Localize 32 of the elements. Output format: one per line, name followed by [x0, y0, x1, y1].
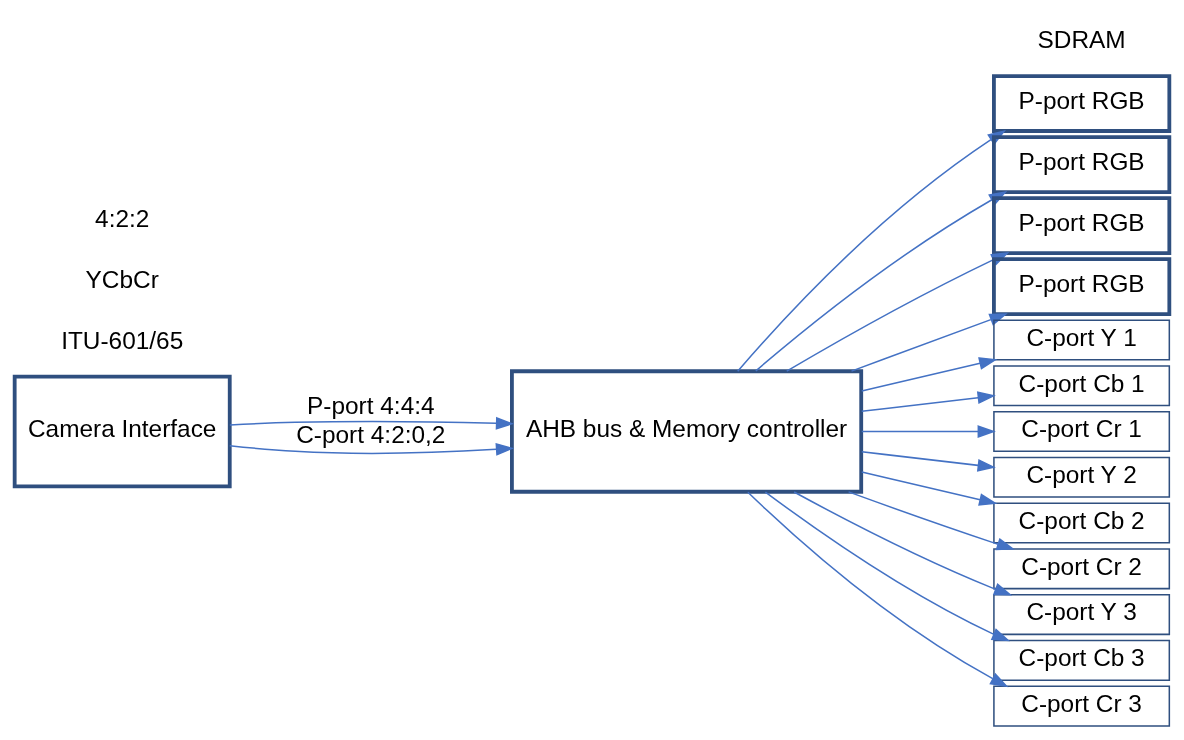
arrow	[861, 470, 998, 506]
label: SDRAM	[1037, 25, 1126, 53]
node-box: Camera Interface	[12, 374, 232, 488]
node-box: C-port Cb 1	[993, 364, 1171, 406]
arrow	[861, 424, 996, 438]
node-box: P-port RGB	[992, 134, 1172, 194]
arrow	[747, 491, 1009, 687]
node-box: AHB bus & Memory controller	[510, 368, 864, 494]
arrow	[847, 490, 1015, 550]
node-box: P-port RGB	[992, 73, 1172, 133]
node-box: C-port Cr 3	[993, 684, 1171, 727]
label: 4:2:2	[95, 204, 150, 232]
node-box: C-port Y 1	[993, 318, 1171, 361]
node-box: P-port RGB	[992, 195, 1172, 255]
arrow	[861, 450, 996, 472]
edge-label: P-port 4:4:4	[307, 391, 435, 419]
arrow	[229, 442, 515, 456]
node-box: P-port RGB	[992, 256, 1172, 316]
node-box: C-port Y 2	[993, 456, 1171, 498]
label: YCbCr	[85, 265, 159, 293]
arrow	[793, 490, 1013, 595]
arrow	[229, 416, 515, 430]
node-box: C-port Cb 2	[993, 501, 1171, 544]
edge-label: C-port 4:2:0,2	[296, 420, 446, 448]
label: ITU-601/65	[61, 326, 184, 354]
arrow	[861, 356, 998, 392]
arrow	[861, 390, 996, 412]
arrow	[764, 490, 1011, 641]
node-box: C-port Cb 3	[993, 639, 1171, 681]
node-box: C-port Y 3	[993, 593, 1171, 635]
node-box: C-port Cr 2	[993, 547, 1171, 589]
node-box: C-port Cr 1	[993, 410, 1171, 452]
